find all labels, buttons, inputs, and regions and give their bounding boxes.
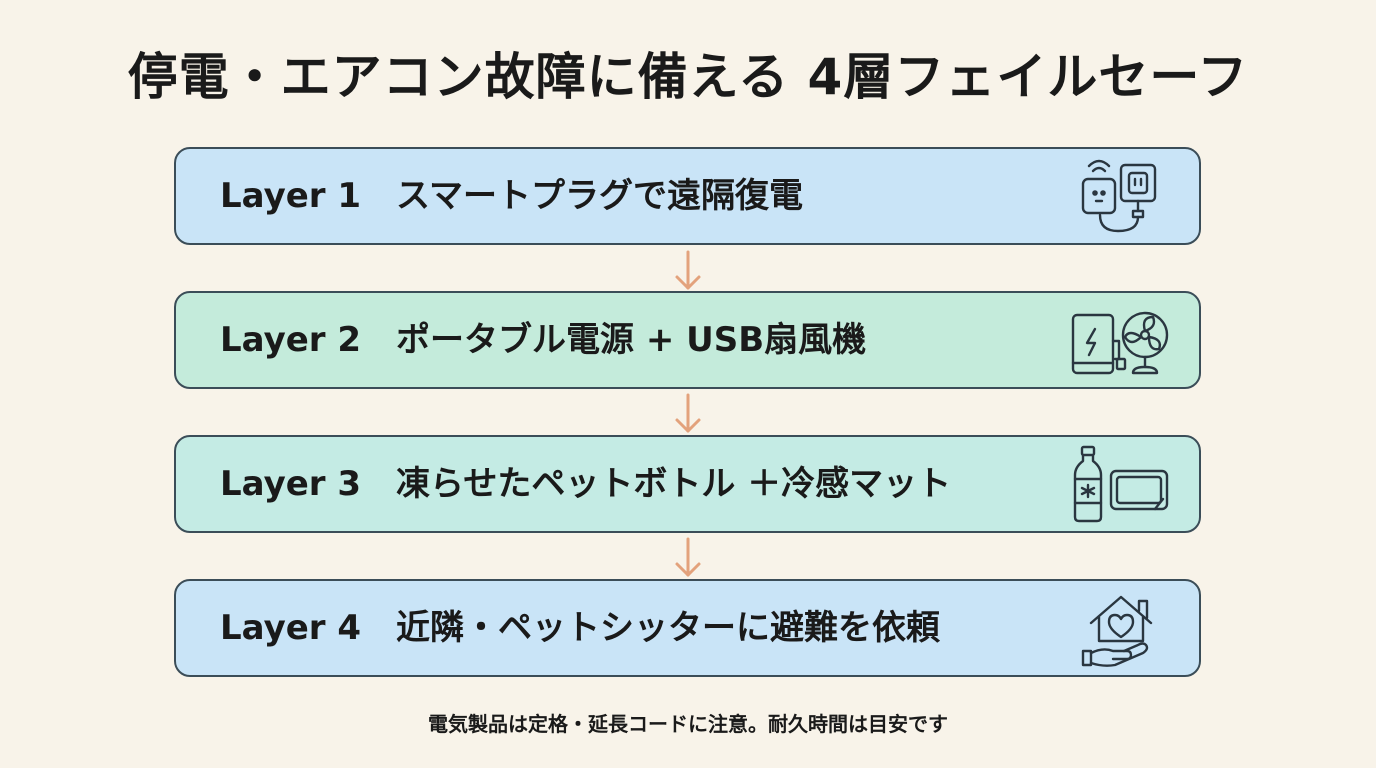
layer-4-label: Layer 4 近隣・ペットシッターに避難を依頼 (220, 581, 940, 675)
layer-1-text: スマートプラグで遠隔復電 (396, 176, 803, 216)
layer-3-box: Layer 3 凍らせたペットボトル ＋冷感マット (174, 435, 1201, 533)
layer-2-text: ポータブル電源 + USB扇風機 (396, 320, 867, 360)
smart-plug-icon (1069, 157, 1169, 237)
layer-1-box: Layer 1 スマートプラグで遠隔復電 (174, 147, 1201, 245)
layer-2-label: Layer 2 ポータブル電源 + USB扇風機 (220, 293, 866, 387)
layer-3-text: 凍らせたペットボトル ＋冷感マット (396, 464, 952, 504)
layer-4-box: Layer 4 近隣・ペットシッターに避難を依頼 (174, 579, 1201, 677)
house-heart-hand-icon (1069, 589, 1169, 669)
arrow-down-1 (675, 250, 701, 290)
bottle-cooling-mat-icon (1069, 445, 1169, 525)
layer-3-number: Layer 3 (220, 464, 362, 504)
power-bank-fan-icon (1069, 301, 1169, 381)
layer-1-label: Layer 1 スマートプラグで遠隔復電 (220, 149, 803, 243)
layer-4-number: Layer 4 (220, 608, 362, 648)
layer-1-number: Layer 1 (220, 176, 362, 216)
layer-2-box: Layer 2 ポータブル電源 + USB扇風機 (174, 291, 1201, 389)
arrow-down-3 (675, 537, 701, 577)
layer-3-label: Layer 3 凍らせたペットボトル ＋冷感マット (220, 437, 951, 531)
footer-note: 電気製品は定格・延長コードに注意。耐久時間は目安です (428, 712, 948, 736)
arrow-down-2 (675, 393, 701, 433)
layer-4-text: 近隣・ペットシッターに避難を依頼 (396, 608, 940, 648)
page-title: 停電・エアコン故障に備える 4層フェイルセーフ (127, 48, 1249, 106)
layer-2-number: Layer 2 (220, 320, 362, 360)
